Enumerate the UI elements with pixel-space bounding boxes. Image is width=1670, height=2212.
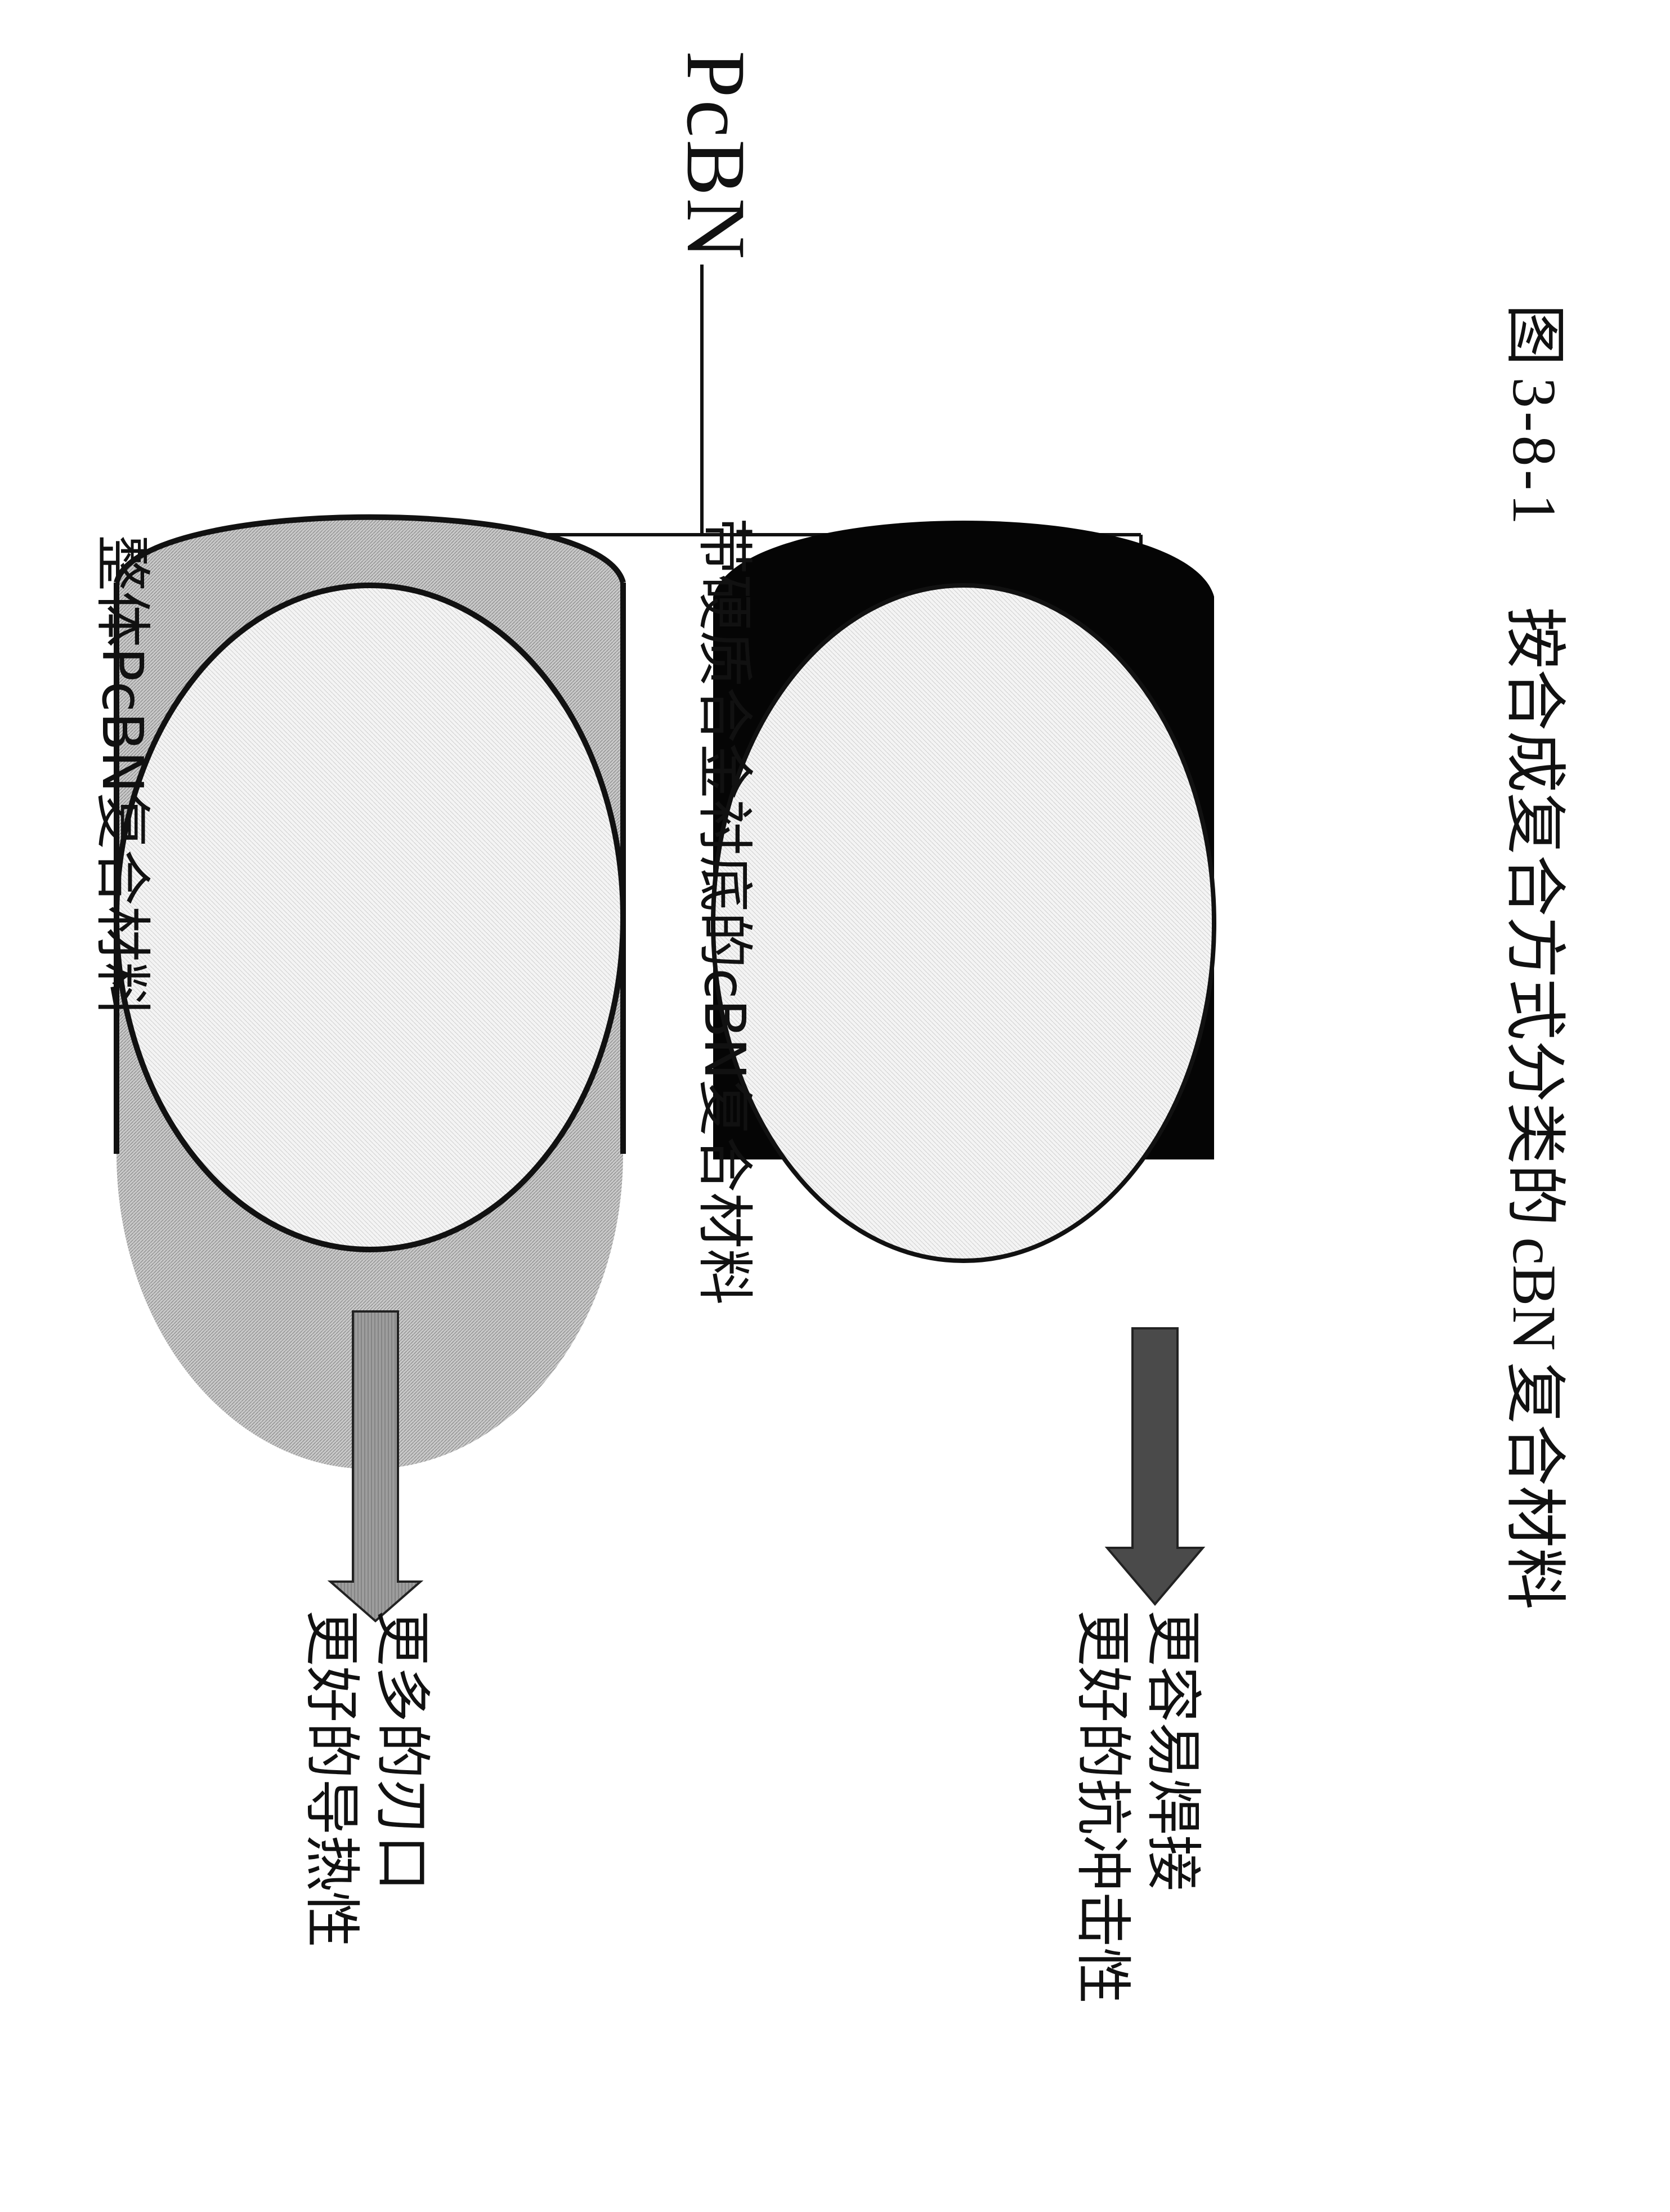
arrow-right-icon [327, 1310, 424, 1623]
branch-label-monolithic: 整体PcBN复合材料 [89, 535, 155, 1018]
root-node-label: PcBN [669, 51, 763, 262]
caption-prefix: 图 [1499, 304, 1571, 366]
caption-text-before: 按合成复合方式分类的 [1499, 607, 1571, 1226]
caption-number: 3-8-1 [1500, 377, 1569, 529]
disc-face [114, 583, 626, 1252]
caption-term: cBN [1500, 1237, 1569, 1351]
benefit-item: 更多的刃口 [369, 1610, 435, 1891]
benefit-item: 更好的抗冲击性 [1070, 1610, 1136, 2004]
disc-face [711, 583, 1216, 1263]
arrow-monolithic [327, 1310, 424, 1623]
arrow-carbide-backed [1104, 1327, 1206, 1606]
figure-caption: 图 3-8-1 按合成复合方式分类的 cBN 复合材料 [1499, 304, 1571, 1610]
disc-monolithic-pcbn [114, 514, 626, 1469]
benefits-monolithic: 更多的刃口 更好的导热性 [297, 1610, 437, 1947]
arrow-right-icon [1104, 1327, 1206, 1606]
caption-text-after: 复合材料 [1499, 1362, 1571, 1610]
benefits-carbide-backed: 更容易焊接 更好的抗冲击性 [1068, 1610, 1208, 2004]
benefit-item: 更好的导热性 [299, 1610, 365, 1947]
disc-carbide-backed-cbn [711, 521, 1216, 1263]
branch-label-carbide-backed: 带硬质合金衬底的cBN复合材料 [692, 518, 758, 1305]
benefit-item: 更容易焊接 [1140, 1610, 1206, 1891]
